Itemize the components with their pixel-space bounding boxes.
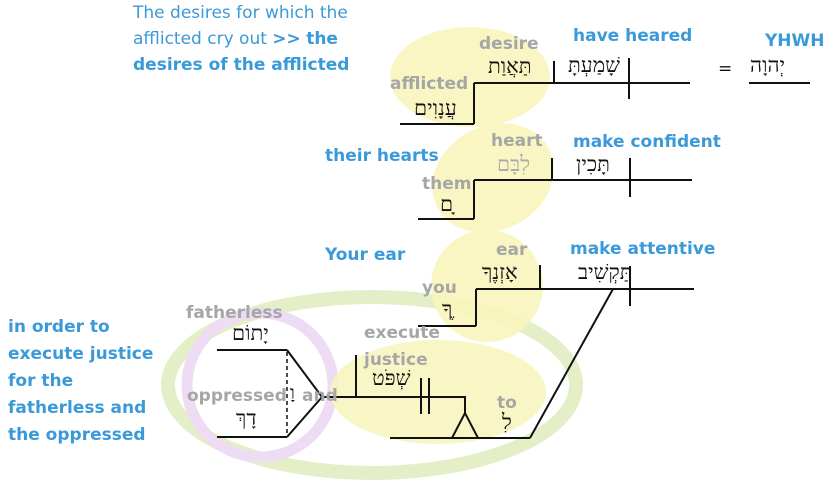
subject-hebrew: יְהוָה bbox=[750, 53, 786, 77]
object2-hebrew-dakh: דָךְ bbox=[236, 406, 257, 430]
verb-hebrew-shamata: שָׁמַעְתָּ bbox=[568, 53, 621, 77]
gloss-their-hearts: their hearts bbox=[325, 146, 439, 166]
row3-yellow-highlight bbox=[431, 230, 543, 342]
object2-label-oppressed: oppressed bbox=[187, 386, 287, 406]
intro-note: The desires for which the afflicted cry … bbox=[133, 0, 373, 78]
verb-label-heared: have heared bbox=[573, 26, 693, 46]
subject-label-en: YHWH bbox=[765, 31, 825, 51]
genitive-hebrew-anavim: עֲנָוִים bbox=[414, 96, 457, 120]
note-bold: the desires of the afflicted bbox=[133, 29, 350, 75]
suffix-hebrew-am: ָם bbox=[440, 192, 454, 216]
fork-upper bbox=[286, 349, 323, 398]
suffix-hebrew-eka: ֶךָ bbox=[442, 297, 453, 321]
object-label-ear: ear bbox=[496, 240, 528, 260]
conjunction-label-and: and bbox=[302, 386, 338, 406]
equals-sign: = bbox=[718, 59, 733, 79]
infinitive-hebrew-shepot: שְׁפֹּט bbox=[372, 366, 411, 390]
verb-hebrew-takshiv: תַּקְשִׁיב bbox=[578, 260, 633, 284]
row2-yellow-highlight bbox=[432, 123, 554, 233]
gloss-your-ear: Your ear bbox=[325, 245, 406, 265]
row1-yellow-highlight bbox=[390, 27, 550, 127]
prep-hebrew-li: לִ bbox=[502, 410, 512, 434]
purpose-connector bbox=[529, 288, 614, 439]
suffix-label-you: you bbox=[422, 278, 457, 298]
purpose-green-highlight bbox=[161, 290, 583, 480]
object-hebrew-taavat: תַּאֲוַת bbox=[488, 54, 532, 78]
fork-lower bbox=[286, 396, 323, 438]
note-text: The desires for which the afflicted cry … bbox=[133, 3, 348, 49]
object1-label-fatherless: fatherless bbox=[186, 303, 283, 323]
genitive-label-afflicted: afflicted bbox=[390, 74, 469, 94]
verb-label-make-attentive: make attentive bbox=[570, 239, 716, 259]
object-label-desire: desire bbox=[479, 34, 539, 54]
note-arrow: >> bbox=[272, 29, 301, 49]
object-label-heart: heart bbox=[491, 131, 543, 151]
conjunction-hebrew-va: וָ bbox=[290, 382, 295, 404]
prep-label-to: to bbox=[497, 393, 517, 413]
object-hebrew-ozneka: אָזְנֶךָ bbox=[482, 260, 518, 284]
infinitive-label-execute-justice: execute justice bbox=[364, 323, 440, 370]
suffix-label-them: them bbox=[422, 174, 472, 194]
verb-hebrew-takhin: תָּכִין bbox=[576, 152, 610, 176]
object1-hebrew-yatom: יָתוֹם bbox=[232, 321, 269, 345]
gloss-purpose: in order to execute justice for the fath… bbox=[8, 317, 154, 445]
object-hebrew-libbam: לִבָּם bbox=[497, 152, 531, 176]
purpose-yellow-highlight bbox=[330, 340, 546, 444]
verb-label-make-confident: make confident bbox=[573, 132, 721, 152]
